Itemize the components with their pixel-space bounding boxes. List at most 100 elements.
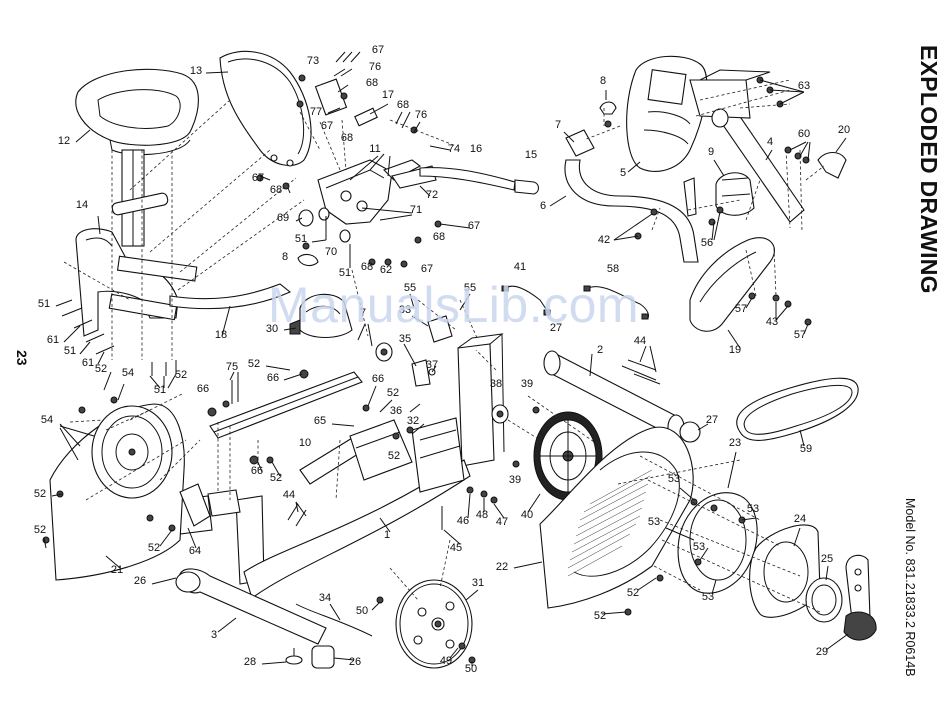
cover-part-24 <box>749 524 821 618</box>
part-label: 22 <box>496 561 508 573</box>
part-label: 68 <box>433 231 445 243</box>
part-label: 50 <box>465 663 477 675</box>
part-label: 68 <box>341 132 353 144</box>
part-label: 71 <box>410 204 422 216</box>
part-label: 61 <box>82 357 94 369</box>
part-label: 14 <box>76 199 88 211</box>
stabilizer-part-3 <box>175 568 335 669</box>
part-label: 52 <box>627 587 639 599</box>
part-label: 53 <box>648 516 660 528</box>
part-label: 52 <box>34 488 46 500</box>
part-label: 40 <box>521 509 533 521</box>
crank-part-29 <box>843 554 877 641</box>
part-label: 52 <box>388 450 400 462</box>
part-label: 68 <box>397 99 409 111</box>
part-label: 51 <box>38 298 50 310</box>
part-label: 9 <box>708 146 714 158</box>
part-label: 76 <box>415 109 427 121</box>
part-label: 53 <box>747 503 759 515</box>
part-label: 53 <box>668 473 680 485</box>
part-label: 57 <box>794 329 806 341</box>
part-label: 47 <box>496 516 508 528</box>
part-label: 72 <box>426 189 438 201</box>
part-label: 27 <box>550 322 562 334</box>
part-label: 66 <box>267 372 279 384</box>
part-label: 50 <box>356 605 368 617</box>
part-label: 18 <box>215 329 227 341</box>
part-label: 36 <box>390 405 402 417</box>
part-label: 70 <box>325 246 337 258</box>
handlebar-tube-16 <box>419 167 540 195</box>
part-label: 16 <box>470 143 482 155</box>
part-label: 51 <box>339 267 351 279</box>
part-label: 23 <box>729 437 741 449</box>
part-label: 62 <box>380 264 392 276</box>
part-label: 58 <box>607 263 619 275</box>
part-label: 2 <box>597 344 603 356</box>
part-label: 52 <box>594 610 606 622</box>
knob-part-69 <box>297 207 351 267</box>
part-label: 15 <box>525 149 537 161</box>
part-label: 10 <box>299 437 311 449</box>
pedal-part-30 <box>289 293 393 362</box>
right-shield-part-22 <box>539 426 694 609</box>
part-label: 67 <box>421 263 433 275</box>
part-label: 67 <box>252 172 264 184</box>
console-part-5 <box>599 55 708 172</box>
part-label: 46 <box>457 515 469 527</box>
handlebar-part-6 <box>564 129 699 263</box>
leader-lines <box>43 51 849 666</box>
fasteners <box>42 74 812 664</box>
part-label: 20 <box>838 124 850 136</box>
part-label: 65 <box>314 415 326 427</box>
part-label: 28 <box>244 656 256 668</box>
part-label: 55 <box>464 282 476 294</box>
part-label: 75 <box>226 361 238 373</box>
part-label: 13 <box>190 65 202 77</box>
part-label: 11 <box>369 143 380 155</box>
part-label: 73 <box>307 55 319 67</box>
part-label: 44 <box>634 335 646 347</box>
part-label: 5 <box>620 167 626 179</box>
part-label: 7 <box>555 119 561 131</box>
crossbar-part-10 <box>209 371 363 439</box>
page-number: 23 <box>14 350 30 366</box>
part-label: 32 <box>407 415 419 427</box>
part-label: 26 <box>349 656 361 668</box>
part-label: 17 <box>382 89 394 101</box>
seat-bracket-part-11 <box>314 78 437 225</box>
part-label: 26 <box>134 575 146 587</box>
cable-part-34 <box>295 603 373 637</box>
front-shroud-part-19 <box>689 237 775 332</box>
part-label: 63 <box>798 80 810 92</box>
seat-rail-part-18 <box>169 283 292 310</box>
part-label: 52 <box>175 369 187 381</box>
assembly-guide-lines <box>63 79 825 613</box>
part-label: 3 <box>211 629 217 641</box>
part-label: 43 <box>766 316 778 328</box>
seat-back-part-13 <box>219 50 312 167</box>
part-label: 52 <box>387 387 399 399</box>
part-label: 53 <box>693 541 705 553</box>
part-label: 33 <box>399 304 411 316</box>
part-label: 6 <box>540 200 546 212</box>
part-label: 67 <box>372 44 384 56</box>
part-label: 4 <box>767 136 773 148</box>
part-label: 53 <box>702 591 714 603</box>
part-label: 55 <box>404 282 416 294</box>
part-label: 31 <box>472 577 484 589</box>
part-label: 38 <box>490 378 502 390</box>
part-label: 60 <box>798 128 810 140</box>
part-label: 66 <box>251 465 263 477</box>
part-label: 21 <box>111 564 123 576</box>
part-label: 24 <box>794 513 806 525</box>
part-label: 34 <box>319 592 331 604</box>
seat-frame-part-14 <box>75 192 198 337</box>
part-label: 48 <box>476 509 488 521</box>
part-label: 52 <box>248 358 260 370</box>
part-label: 49 <box>440 655 452 667</box>
part-label: 7 <box>360 307 366 319</box>
upright-part-4 <box>689 69 805 223</box>
part-label: 68 <box>366 77 378 89</box>
clip-part-20 <box>817 151 847 179</box>
